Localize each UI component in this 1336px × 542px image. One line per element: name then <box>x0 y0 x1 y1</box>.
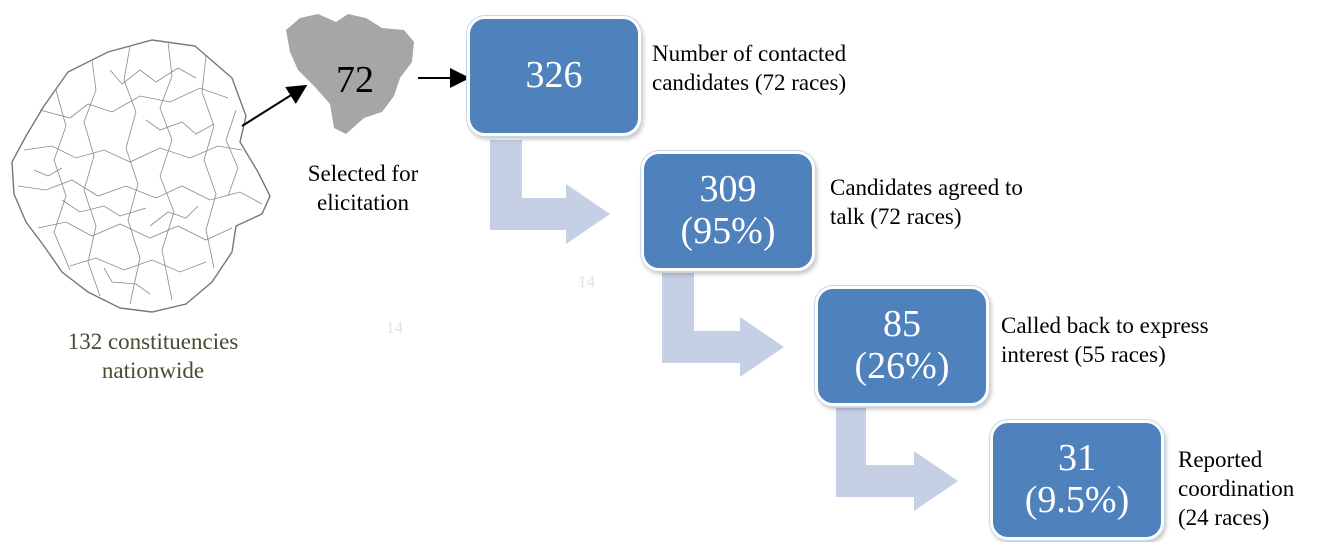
step-box-reported: 31 (9.5%) <box>990 420 1164 540</box>
step-desc-line: candidates (72 races) <box>652 69 847 95</box>
selected-label-line2: elicitation <box>317 189 409 215</box>
step-desc-called-back: Called back to express interest (55 race… <box>1001 312 1209 370</box>
selected-label-line1: Selected for <box>307 161 419 186</box>
step-value: 31 <box>1058 437 1096 480</box>
step-desc-line: Called back to express <box>1001 313 1209 338</box>
bent-arrow-1 <box>490 140 610 244</box>
step-desc-reported: Reported coordination (24 races) <box>1178 446 1294 532</box>
step-desc-agreed: Candidates agreed to talk (72 races) <box>830 174 1023 232</box>
step-desc-line: Reported <box>1178 447 1263 472</box>
step-value: 326 <box>525 54 583 97</box>
step-desc-line: talk (72 races) <box>830 203 962 229</box>
selected-region-shape <box>286 14 414 134</box>
step-percent: (9.5%) <box>1024 479 1130 521</box>
bent-arrow-3 <box>836 408 958 511</box>
step-desc-contacted: Number of contacted candidates (72 races… <box>652 40 846 98</box>
step-percent: (95%) <box>680 210 776 252</box>
step-desc-line: interest (55 races) <box>1001 341 1166 367</box>
selected-label: Selected for elicitation <box>288 160 438 218</box>
nationwide-label-line1: 132 constituencies <box>67 329 239 354</box>
faint-mark: 14 <box>386 318 403 337</box>
step-value: 309 <box>699 168 757 211</box>
step-desc-line: Candidates agreed to <box>830 175 1023 200</box>
step-desc-line: coordination <box>1178 475 1295 501</box>
step-box-called-back: 85 (26%) <box>815 286 989 406</box>
faint-mark: 14 <box>578 272 595 291</box>
nationwide-label-line2: nationwide <box>101 357 205 383</box>
nationwide-label: 132 constituencies nationwide <box>28 328 278 386</box>
selected-number: 72 <box>336 59 374 101</box>
arrow-map-to-selected <box>241 84 308 127</box>
step-percent: (26%) <box>854 345 950 387</box>
step-value: 85 <box>883 303 921 346</box>
bent-arrow-2 <box>662 273 784 377</box>
step-desc-line: Number of contacted <box>652 41 847 66</box>
step-desc-line: (24 races) <box>1178 504 1270 530</box>
step-box-agreed: 309 (95%) <box>641 151 815 271</box>
step-box-contacted: 326 <box>467 16 641 136</box>
country-map <box>11 39 271 313</box>
